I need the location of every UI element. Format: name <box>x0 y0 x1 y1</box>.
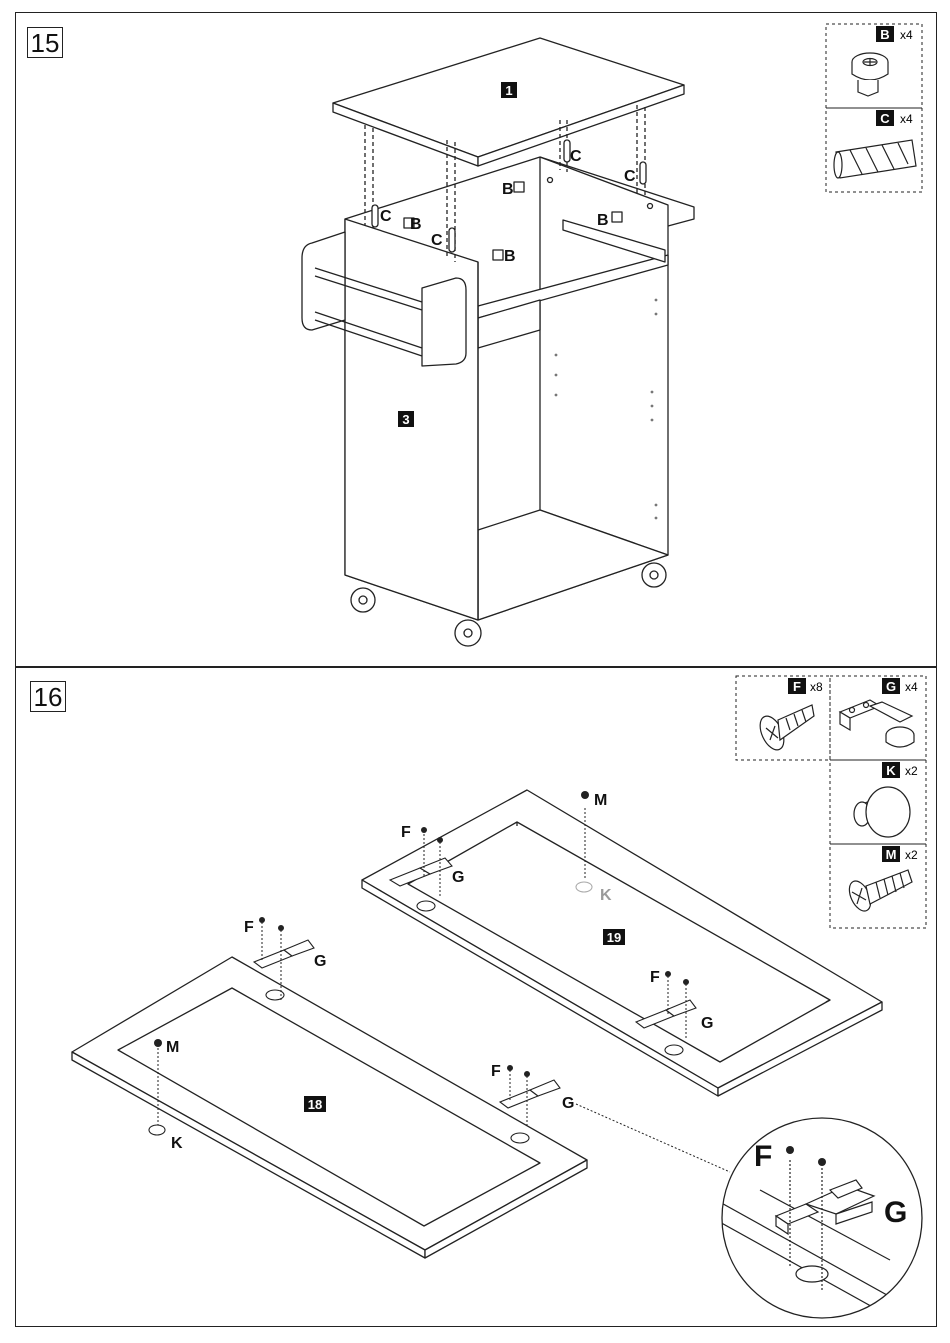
svg-text:G: G <box>452 869 464 886</box>
svg-text:19: 19 <box>607 930 621 945</box>
svg-text:K: K <box>600 887 612 904</box>
panel-label-19: 19 <box>603 929 625 945</box>
cabinet-hinge-icon <box>840 700 914 747</box>
svg-text:F: F <box>401 824 411 841</box>
svg-text:x2: x2 <box>905 764 918 778</box>
kitchen-cart-drawing <box>302 38 694 646</box>
machine-screw-icon <box>845 870 912 914</box>
svg-text:F: F <box>754 1140 772 1173</box>
svg-text:F: F <box>244 919 254 936</box>
wooden-dowel-icon <box>834 140 916 178</box>
panel-label-1: 1 <box>501 82 517 98</box>
svg-text:x8: x8 <box>810 680 823 694</box>
wood-screw-icon <box>755 705 814 754</box>
svg-text:M: M <box>594 792 607 809</box>
svg-text:B: B <box>502 181 514 198</box>
svg-text:M: M <box>166 1039 179 1056</box>
part-qty: x4 <box>900 112 913 126</box>
svg-text:G: G <box>886 679 896 694</box>
hardware-item-K: K x2 <box>854 762 918 837</box>
svg-text:C: C <box>431 232 443 249</box>
svg-text:B: B <box>504 248 516 265</box>
svg-text:G: G <box>562 1095 574 1112</box>
hardware-item-G: G x4 <box>840 678 918 747</box>
svg-text:C: C <box>570 148 582 165</box>
svg-text:K: K <box>886 763 896 778</box>
svg-text:G: G <box>884 1196 907 1229</box>
hardware-item-C: C x4 <box>834 110 916 178</box>
hardware-item-M: M x2 <box>845 846 918 914</box>
svg-text:C: C <box>380 208 392 225</box>
cam-lock-icon <box>852 53 888 96</box>
svg-text:F: F <box>793 679 801 694</box>
svg-text:F: F <box>491 1063 501 1080</box>
hinge-detail-zoom: F G <box>716 1118 950 1343</box>
panel-label-18: 18 <box>304 1096 326 1112</box>
svg-text:F: F <box>650 969 660 986</box>
svg-text:K: K <box>171 1135 183 1152</box>
svg-text:x2: x2 <box>905 848 918 862</box>
svg-text:x4: x4 <box>905 680 918 694</box>
part-letter: B <box>880 27 889 42</box>
panel-label-3: 3 <box>398 411 414 427</box>
svg-text:C: C <box>624 168 636 185</box>
part-letter: C <box>880 111 890 126</box>
svg-text:G: G <box>701 1015 713 1032</box>
knob-icon <box>854 787 910 837</box>
hardware-item-F: F x8 <box>755 678 823 754</box>
svg-text:B: B <box>597 212 609 229</box>
part-qty: x4 <box>900 28 913 42</box>
svg-text:3: 3 <box>402 412 409 427</box>
hardware-item-B: B x4 <box>852 26 913 96</box>
svg-text:1: 1 <box>505 83 512 98</box>
svg-text:B: B <box>410 216 422 233</box>
svg-text:M: M <box>886 847 897 862</box>
svg-text:G: G <box>314 953 326 970</box>
svg-text:18: 18 <box>308 1097 322 1112</box>
